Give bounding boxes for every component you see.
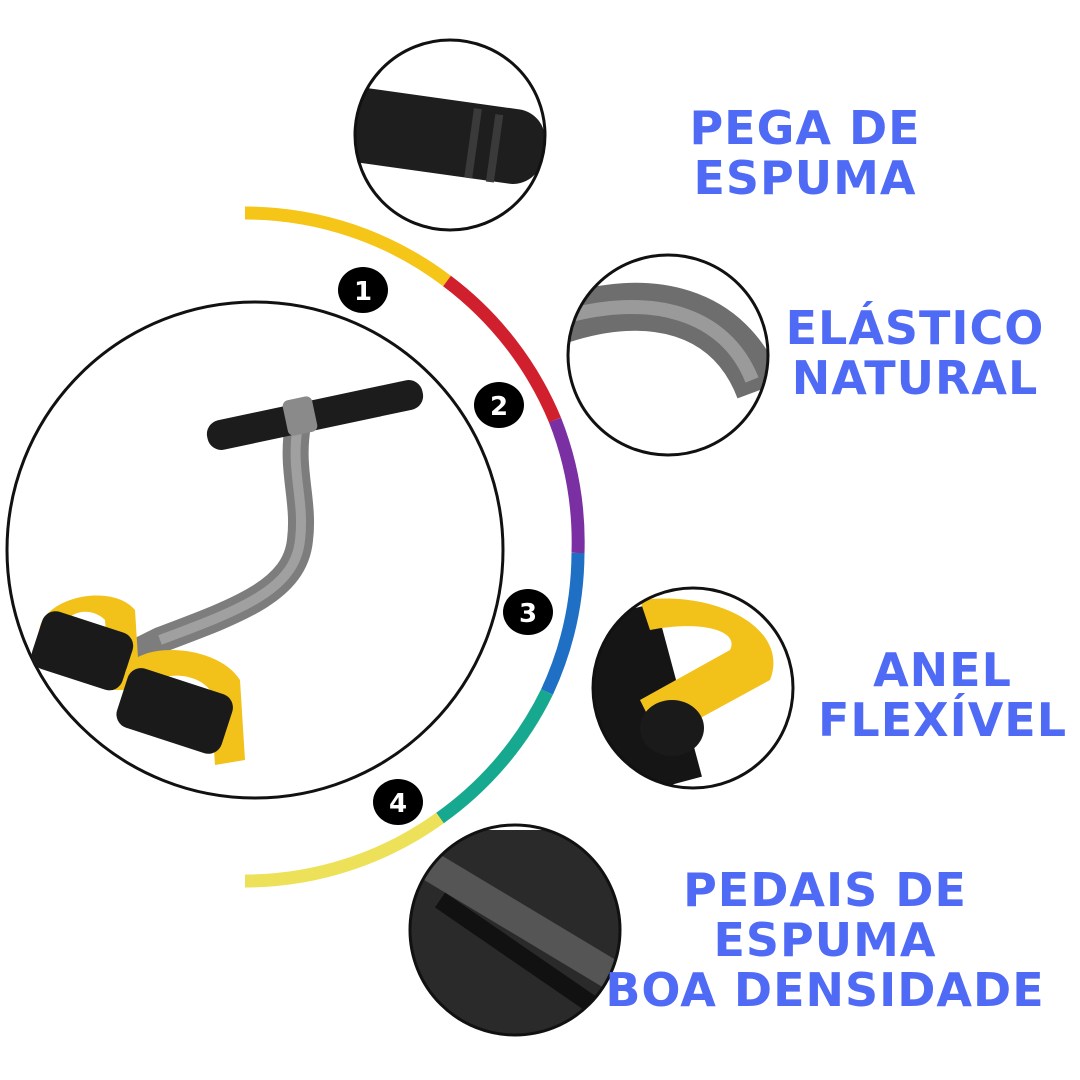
- svg-text:4: 4: [389, 789, 407, 819]
- arc-segment-teal: [436, 689, 553, 824]
- label-line: ELÁSTICO: [785, 301, 1045, 355]
- label-line: FLEXÍVEL: [817, 693, 1068, 747]
- product-circle: [5, 300, 505, 800]
- label-flexible-ring: ANEL FLEXÍVEL: [815, 645, 1070, 745]
- arc-segment-blue: [541, 552, 585, 695]
- label-foam-handle: PEGA DE ESPUMA: [570, 103, 1040, 203]
- label-line: ANEL: [873, 643, 1012, 697]
- number-badge-1: 1: [338, 267, 388, 313]
- label-natural-elastic: ELÁSTICO NATURAL: [780, 303, 1050, 403]
- number-badge-3: 3: [503, 589, 553, 635]
- svg-text:1: 1: [354, 277, 372, 307]
- label-foam-pedals: PEDAIS DE ESPUMA BOA DENSIDADE: [605, 865, 1045, 1015]
- arc-segment-yellow-end: [244, 812, 444, 888]
- svg-text:3: 3: [519, 599, 537, 629]
- number-badge-2: 2: [474, 382, 524, 428]
- detail-flexible-ring: [591, 586, 795, 790]
- color-arc: [244, 206, 585, 888]
- label-line: BOA DENSIDADE: [605, 963, 1045, 1017]
- label-line: ESPUMA: [713, 913, 937, 967]
- svg-text:2: 2: [490, 392, 508, 422]
- detail-foam-pedals: [408, 823, 622, 1037]
- detail-elastic: [566, 253, 770, 457]
- label-line: PEDAIS DE: [683, 863, 967, 917]
- label-line: NATURAL: [791, 351, 1039, 405]
- pedal-exerciser-image: [31, 380, 424, 765]
- number-badge-4: 4: [373, 779, 423, 825]
- detail-foam-handle: [353, 38, 547, 232]
- arc-segment-purple: [548, 417, 585, 554]
- arc-segment-yellow: [244, 206, 451, 287]
- arc-segment-red: [443, 275, 562, 423]
- label-line: PEGA DE ESPUMA: [689, 101, 921, 205]
